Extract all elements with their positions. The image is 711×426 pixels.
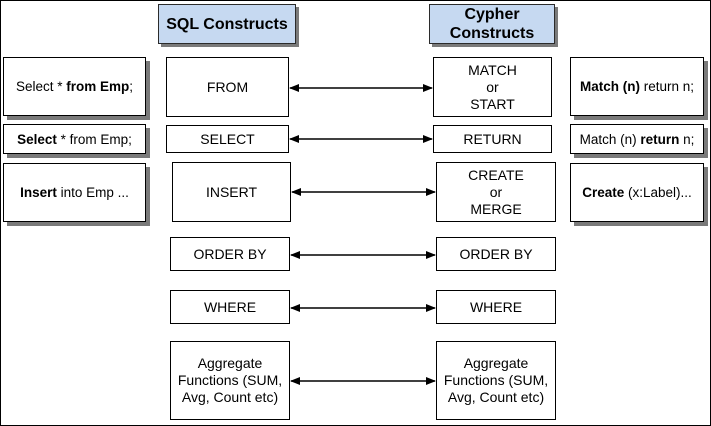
sql-box-where: WHERE (170, 290, 290, 324)
cypher-header-line-1: Cypher (464, 6, 520, 23)
cypher-box-create: CREATE or MERGE (436, 162, 556, 222)
sql-box-select: SELECT (166, 125, 289, 153)
sql-example-insert: Insert into Emp ... (3, 163, 146, 222)
sql-box-aggregate: Aggregate Functions (SUM, Avg, Count etc… (170, 341, 290, 420)
cypher-box-where: WHERE (436, 290, 556, 324)
cypher-box-return: RETURN (433, 125, 552, 153)
cypher-header-line-2: Constructs (449, 25, 535, 42)
sql-example-from: Select * from Emp; (3, 57, 146, 116)
sql-constructs-header: SQL Constructs (158, 4, 296, 44)
cypher-box-match: MATCH or START (433, 57, 552, 117)
sql-box-from: FROM (166, 57, 289, 117)
sql-box-order-by: ORDER BY (170, 237, 290, 271)
cypher-example-create: Create (x:Label)... (570, 163, 704, 222)
cypher-example-match: Match (n) return n; (570, 57, 704, 116)
sql-example-select: Select * from Emp; (3, 124, 146, 154)
cypher-constructs-header: Cypher Constructs (429, 4, 555, 44)
cypher-example-return: Match (n) return n; (570, 124, 704, 154)
sql-header-text: SQL Constructs (166, 15, 288, 33)
cypher-box-aggregate: Aggregate Functions (SUM, Avg, Count etc… (436, 341, 556, 420)
sql-box-insert: INSERT (172, 162, 291, 222)
cypher-box-order-by: ORDER BY (436, 237, 556, 271)
